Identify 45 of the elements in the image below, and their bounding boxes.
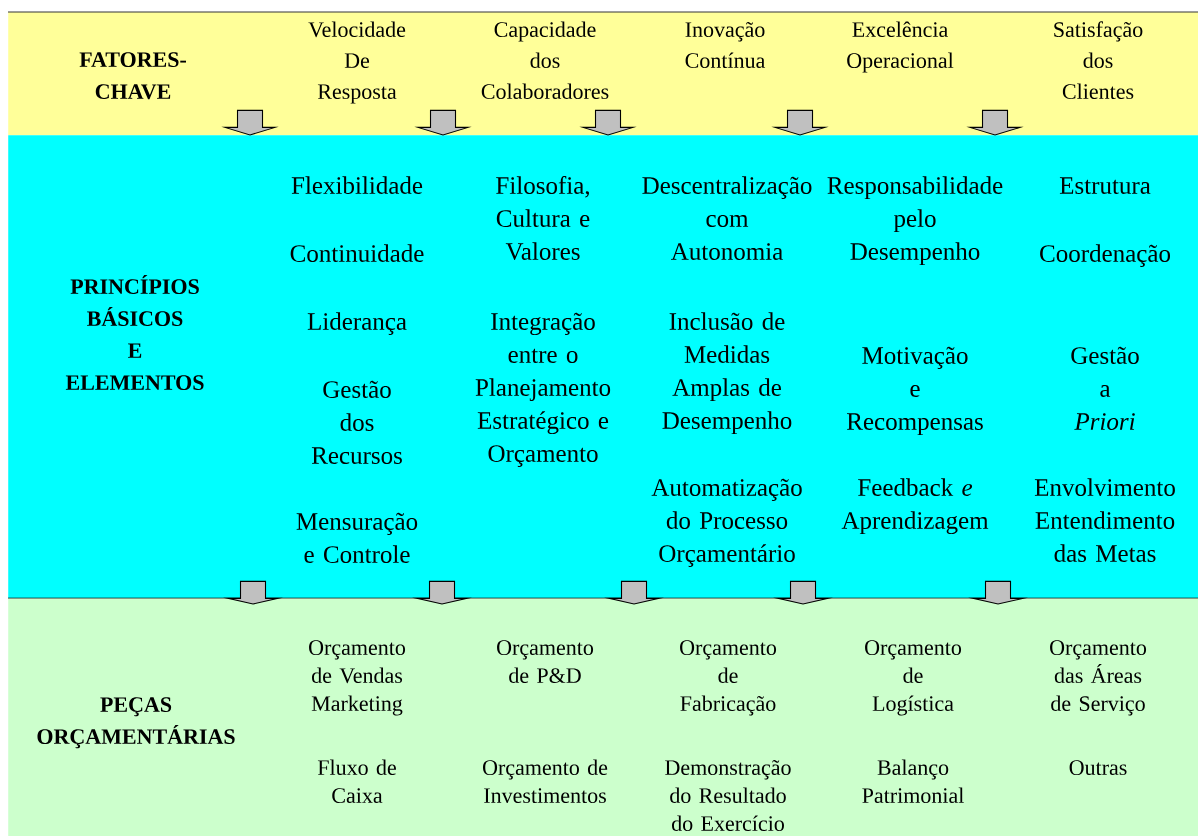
item-text: Envolvimento Entendimento das Metas (1034, 478, 1175, 562)
item-text: Mensuração e Controle (296, 512, 418, 563)
item-text: Orçamento de Vendas Marketing (309, 640, 406, 716)
block-arrow (966, 109, 1024, 136)
block-arrow (221, 109, 279, 136)
item-text: Orçamento das Áreas de Serviço (1050, 640, 1147, 716)
item-text: Motivação e Recompensas (847, 346, 983, 435)
section-heading: FATORES- CHAVE (79, 52, 186, 100)
item-text: Liderança (307, 312, 407, 335)
item-text: Orçamento de Investimentos (483, 759, 608, 804)
item-text: Coordenação (1040, 244, 1170, 267)
item-text: Outras (1069, 760, 1127, 776)
item-text: Automatização do Processo Orçamentário (651, 478, 802, 567)
item-text: Balanço Patrimonial (862, 759, 964, 804)
item-text: Responsabilidade pelo Desempenho (827, 176, 1003, 265)
block-arrow (223, 580, 283, 605)
item-text: Continuidade (290, 244, 424, 262)
item-text: Inovação Contínua (685, 22, 766, 68)
item-text: Integração entre o Planejamento Estratégico e Orçamento (475, 312, 611, 467)
item-text: Gestão a Priori (1071, 346, 1139, 430)
item-text: Filosofia, Cultura e Valores (496, 176, 590, 261)
block-arrow (604, 580, 664, 605)
block-arrow (968, 580, 1028, 605)
item-text: Estrutura (1059, 177, 1151, 194)
block-arrow (773, 580, 833, 605)
item-text: Feedback e Aprendizagem (841, 478, 989, 535)
item-text: Excelência Operacional (847, 21, 954, 73)
item-text: Demonstração do Resultado do Exercício (665, 760, 791, 832)
item-text: Satisfação dos Clientes (1054, 21, 1143, 99)
item-text: Flexibilidade (291, 176, 423, 194)
item-text: Capacidade dos Colaboradores (481, 21, 609, 99)
item-text: Inclusão de Medidas Amplas de Desempenho (662, 312, 792, 434)
item-text: Descentralização com Autonomia (642, 176, 812, 260)
item-text: Orçamento de P&D (497, 640, 594, 684)
item-text: Velocidade De Resposta (308, 21, 406, 104)
block-arrow (412, 580, 472, 605)
item-text: Gestão dos Recursos (311, 380, 402, 464)
section-heading: PEÇAS ORÇAMENTÁRIAS (37, 697, 235, 749)
item-text: Orçamento de Logística (865, 640, 962, 716)
block-arrow (771, 109, 829, 136)
block-arrow (579, 109, 637, 136)
item-text: Fluxo de Caixa (317, 759, 396, 804)
section-heading: PRINCÍPIOS BÁSICOS E ELEMENTOS (65, 274, 204, 390)
block-arrow (414, 109, 472, 136)
item-text: Orçamento de Fabricação (680, 640, 777, 716)
